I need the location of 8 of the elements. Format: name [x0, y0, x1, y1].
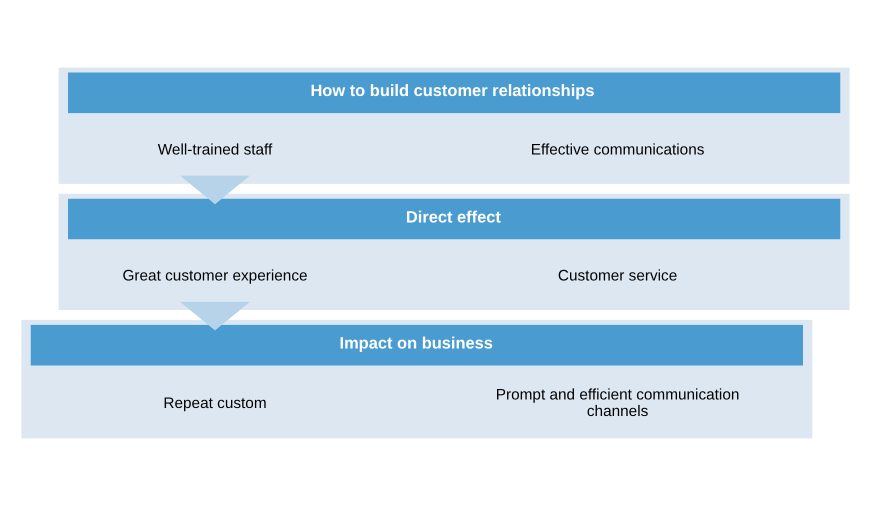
node-text: Well-trained staff — [158, 141, 272, 158]
node-text: Repeat custom — [163, 394, 267, 412]
node-text: Customer service — [558, 268, 678, 285]
node-text: Prompt and efficient communication channels — [496, 386, 740, 420]
node-text: Great customer experience — [122, 268, 308, 285]
arrow — [180, 176, 250, 204]
node-text: Effective communications — [530, 141, 704, 158]
arrow — [180, 302, 250, 330]
